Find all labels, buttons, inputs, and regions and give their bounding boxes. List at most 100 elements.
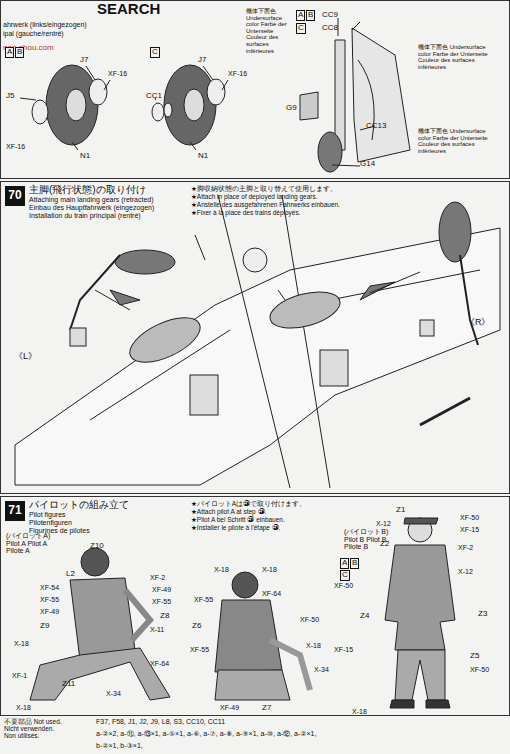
heading-text: ★Attach pilot A at step ㉙. <box>191 508 266 515</box>
part-label: CC9 <box>322 11 338 20</box>
part-label: CC13 <box>366 122 386 131</box>
assembly-letter: B <box>15 47 24 58</box>
heading-text: Pilot figures <box>29 511 66 519</box>
assembly-letter: C <box>296 23 306 34</box>
part-label: X-18 <box>306 642 321 650</box>
part-label: XF-64 <box>150 660 169 668</box>
part-label: N1 <box>198 152 208 161</box>
part-label: XF-55 <box>40 596 59 604</box>
step-panel: パイロットの組み立てPilot figuresPilotenfigurenFig… <box>0 496 510 716</box>
part-label: X-34 <box>106 690 121 698</box>
step-number-text: 70 <box>8 189 21 202</box>
part-label: CC8 <box>322 24 338 33</box>
heading-text: ★パイロットAは㉙で取り付けます。 <box>191 500 306 507</box>
part-label: X-18 <box>16 704 31 712</box>
part-label: Z3 <box>478 610 487 619</box>
heading-text: ★Anstelle des ausgefahrenen Fahrwerks ei… <box>191 201 340 208</box>
part-label: G14 <box>360 160 375 169</box>
heading-text: ★Pilot A bei Schritt ㉙ einbauen. <box>191 516 285 523</box>
part-label: XF-55 <box>194 596 213 604</box>
part-label: XF-50 <box>300 616 319 624</box>
part-label: 《R》 <box>466 318 491 328</box>
part-label: Z11 <box>62 680 75 689</box>
part-label: Z10 <box>90 542 104 551</box>
part-label: Z7 <box>262 704 271 713</box>
part-label: XF-64 <box>262 590 281 598</box>
part-label: X-18 <box>262 566 277 574</box>
part-label: XF-16 <box>108 70 127 78</box>
heading-text: パイロットの組み立て <box>29 499 129 510</box>
assembly-letter: A <box>296 10 305 21</box>
heading-text: SEARCH <box>97 1 160 18</box>
step-number: 71 <box>5 501 25 521</box>
part-label: X-18 <box>214 566 229 574</box>
part-label: XF-49 <box>40 608 59 616</box>
part-label: X-18 <box>14 640 29 648</box>
part-label: 機体下面色 Undersurface color Farbe der Unter… <box>418 44 498 70</box>
part-label: 不要部品 Not used. Nicht verwenden. Non util… <box>4 718 64 739</box>
part-label: X-12 <box>376 520 391 528</box>
heading-text: 主脚(飛行状態)の取り付け <box>29 184 146 195</box>
assembly-letter: B <box>306 10 315 21</box>
part-label: X-34 <box>314 666 329 674</box>
part-label: N1 <box>80 152 90 161</box>
part-label: XF-50 <box>460 514 479 522</box>
part-label: XF-15 <box>460 526 479 534</box>
heading-text: Einbau des Hauptfahrwerk (eingezogen) <box>29 204 154 212</box>
part-label: XF-16 <box>228 70 247 78</box>
part-label: XF-49 <box>220 704 239 712</box>
part-label: G9 <box>286 104 297 113</box>
part-label: XF-54 <box>40 584 59 592</box>
part-label: 機体下面色 Undersurface color Farbe der Unter… <box>418 128 498 154</box>
heading-text: Installation du train principal (rentré) <box>29 212 141 220</box>
part-label: J7 <box>80 56 88 65</box>
part-label: X-11 <box>150 626 164 634</box>
part-label: Z8 <box>160 612 169 621</box>
part-label: (パイロットA) Pilot A Pilot A Pilote A <box>6 532 52 555</box>
part-label: b-②×1, b-③×1, <box>96 742 143 750</box>
part-label: 機体下面色 Undersurface color Farbe der Unter… <box>246 8 292 54</box>
part-label: J5 <box>6 92 14 101</box>
part-label: XF-2 <box>150 574 165 582</box>
heading-text: Attaching main landing gears (retracted) <box>29 196 154 204</box>
step-panel: 主脚(飛行状態)の取り付けAttaching main landing gear… <box>0 181 510 494</box>
part-label: XF-50 <box>334 582 353 590</box>
part-label: Z5 <box>470 652 479 661</box>
part-label: XF-2 <box>458 544 473 552</box>
part-label: XF-1 <box>12 672 27 680</box>
part-label: CC1 <box>146 92 162 101</box>
part-label: XF-50 <box>470 666 489 674</box>
heading-text: ★Installer le pilote à l'étape ㉙. <box>191 524 281 531</box>
assembly-letter: A <box>340 558 349 569</box>
part-label: F37, F58, J1, J2, J9, L8, S3, CC10, CC11 <box>96 718 225 726</box>
part-label: L2 <box>66 570 75 579</box>
part-label: XF-15 <box>334 646 353 654</box>
heading-text: ipal (gauche/rentré) <box>3 30 64 38</box>
part-label: X-18 <box>352 708 367 716</box>
part-label: Z9 <box>40 622 49 631</box>
part-label: XF-16 <box>6 143 25 151</box>
part-label: Z2 <box>380 540 389 549</box>
part-label: 《L》 <box>14 352 37 362</box>
part-label: XF-49 <box>152 586 171 594</box>
heading-text: Pilotenfiguren <box>29 519 72 527</box>
part-label: Z1 <box>396 506 405 515</box>
step-number-text: 71 <box>8 504 21 517</box>
part-label: Z4 <box>360 612 369 621</box>
heading-text: ★Attach in place of deployed landing gea… <box>191 193 318 200</box>
heading-text: ★脚収納状態の主脚と取り替えて使用します。 <box>191 185 337 192</box>
heading-text: ★Fixer à la place des trains déployés. <box>191 209 301 216</box>
assembly-letter: C <box>150 47 160 58</box>
step-number: 70 <box>5 186 25 206</box>
part-label: X-12 <box>458 568 473 576</box>
part-label: a-②×2, a-⑪, a-⑬×1, a-⑤×1, a-⑥, a-⑦, a-⑧,… <box>96 730 316 738</box>
part-label: Z6 <box>192 622 201 631</box>
assembly-letter: B <box>350 558 359 569</box>
assembly-letter: C <box>340 570 350 581</box>
part-label: XF-55 <box>152 598 171 606</box>
part-label: J7 <box>198 56 206 65</box>
heading-text: ahrwerk (links/eingezogen) <box>3 21 87 29</box>
assembly-letter: A <box>5 47 14 58</box>
